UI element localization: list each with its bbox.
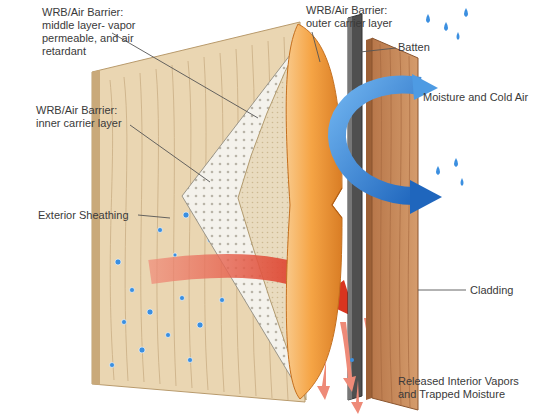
callout-label: Cladding (470, 284, 540, 297)
callout-label: WRB/Air Barrier: outer carrier layer (306, 4, 411, 30)
callout-label: Released Interior Vapors and Trapped Moi… (398, 375, 538, 401)
callout-label: WRB/Air Barrier: middle layer- vapor per… (42, 6, 142, 58)
callout-label: Batten (398, 41, 458, 54)
leader-lines (112, 32, 466, 290)
outer-carrier-layer (286, 24, 342, 399)
batten (348, 14, 362, 400)
callout-label: Exterior Sheathing (38, 209, 148, 222)
outer-layer-fold (332, 188, 342, 218)
callout-label: WRB/Air Barrier: inner carrier layer (36, 104, 136, 130)
callout-label: Moisture and Cold Air (423, 91, 548, 104)
